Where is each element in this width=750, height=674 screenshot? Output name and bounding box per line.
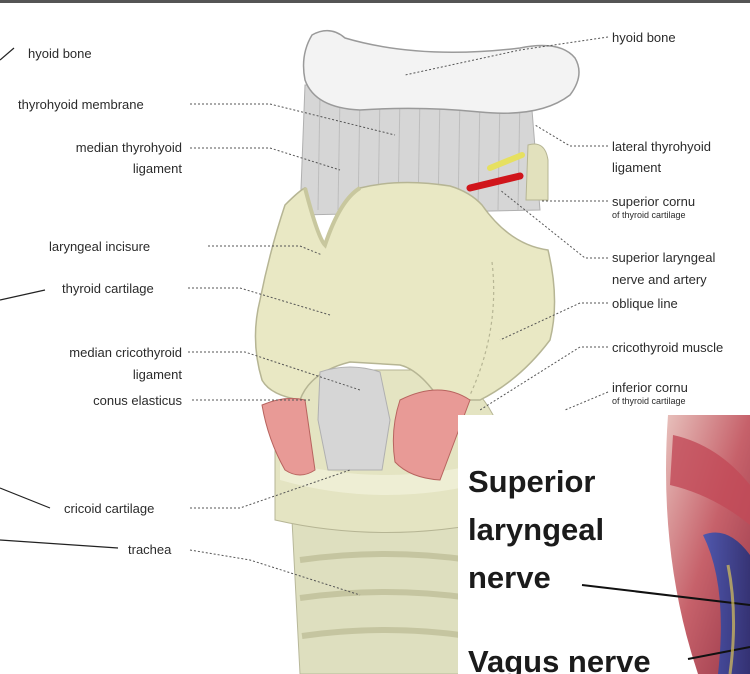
- label-median-cricothyroid-2: ligament: [30, 367, 182, 383]
- label-lateral-thyrohyoid-2: ligament: [612, 160, 661, 176]
- label-median-cricothyroid: median cricothyroid: [30, 345, 182, 361]
- label-superior-laryngeal-2: nerve and artery: [612, 272, 707, 288]
- label-hyoid-bone-right: hyoid bone: [612, 30, 676, 46]
- inset-label-superior: Superior: [468, 463, 595, 501]
- label-conus-elasticus: conus elasticus: [30, 393, 182, 409]
- superior-cornu-shape: [526, 144, 548, 200]
- nerve-inset: Superior laryngeal nerve Vagus nerve: [458, 415, 750, 674]
- top-border: [0, 0, 750, 3]
- label-cricothyroid-muscle: cricothyroid muscle: [612, 340, 723, 356]
- label-thyroid-cartilage: thyroid cartilage: [62, 281, 154, 297]
- label-superior-laryngeal: superior laryngeal: [612, 250, 715, 266]
- inset-label-laryngeal: laryngeal: [468, 511, 604, 549]
- label-lateral-thyrohyoid: lateral thyrohyoid: [612, 139, 711, 155]
- label-superior-cornu-sub: of thyroid cartilage: [612, 210, 686, 220]
- label-laryngeal-incisure: laryngeal incisure: [49, 239, 150, 255]
- label-oblique-line: oblique line: [612, 296, 678, 312]
- label-median-thyrohyoid: median thyrohyoid: [44, 140, 182, 156]
- inset-label-vagus-nerve: Vagus nerve: [468, 643, 651, 674]
- label-median-thyrohyoid-2: ligament: [44, 161, 182, 177]
- label-inferior-cornu: inferior cornu: [612, 380, 688, 396]
- label-superior-cornu: superior cornu: [612, 194, 695, 210]
- median-cricothyroid-shape: [318, 367, 390, 470]
- hyoid-bone-shape: [304, 31, 579, 114]
- inset-label-nerve: nerve: [468, 559, 551, 597]
- label-inferior-cornu-sub: of thyroid cartilage: [612, 396, 686, 406]
- thyroid-cartilage-shape: [255, 182, 554, 400]
- label-cricoid-cartilage: cricoid cartilage: [64, 501, 154, 517]
- label-thyrohyoid-membrane: thyrohyoid membrane: [18, 97, 144, 113]
- left-edge-leaders: [0, 48, 118, 548]
- label-hyoid-bone-left: hyoid bone: [28, 46, 92, 62]
- label-trachea: trachea: [128, 542, 171, 558]
